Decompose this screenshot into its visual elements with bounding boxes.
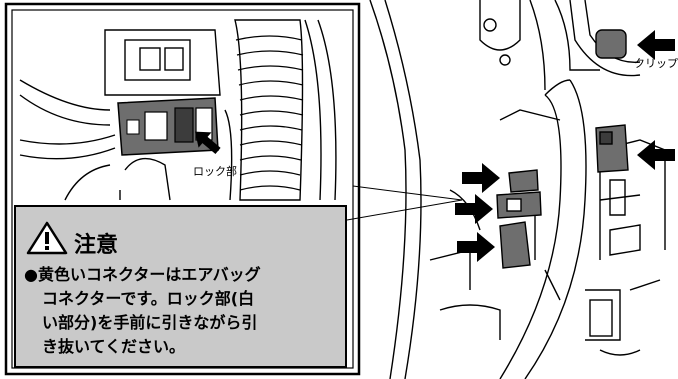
caution-line: き抜いてください。 [42, 337, 186, 356]
caution-text: ●黄色いコネクターはエアバッグ コネクターです。ロック部(白 い部分)を手前に引… [24, 263, 346, 359]
lock-part-label: ロック部 [193, 165, 237, 178]
inset-inner-frame [11, 9, 354, 369]
caution-title: 注意 [74, 233, 119, 258]
arrow-right-icon [457, 232, 495, 262]
warning-triangle-icon [26, 221, 68, 255]
arrow-left-icon [637, 30, 675, 60]
clip-label: クリップ [634, 57, 678, 70]
caution-line: い部分)を手前に引きながら引 [42, 313, 258, 332]
arrow-right-icon [462, 163, 500, 193]
main-arrows [455, 30, 675, 262]
inset-connector [117, 97, 219, 156]
caution-line: コネクターです。ロック部(白 [42, 289, 255, 308]
inset-drawing [19, 19, 337, 201]
main-connectors [496, 124, 629, 269]
caution-box: 注意 ●黄色いコネクターはエアバッグ コネクターです。ロック部(白 い部分)を手… [14, 205, 347, 368]
arrow-right-icon [455, 194, 493, 224]
arrow-left-icon [195, 131, 221, 154]
caution-line: ●黄色いコネクターはエアバッグ [24, 265, 261, 284]
leader-line [346, 199, 463, 221]
leader-line [352, 185, 463, 201]
arrow-left-icon [637, 140, 675, 170]
